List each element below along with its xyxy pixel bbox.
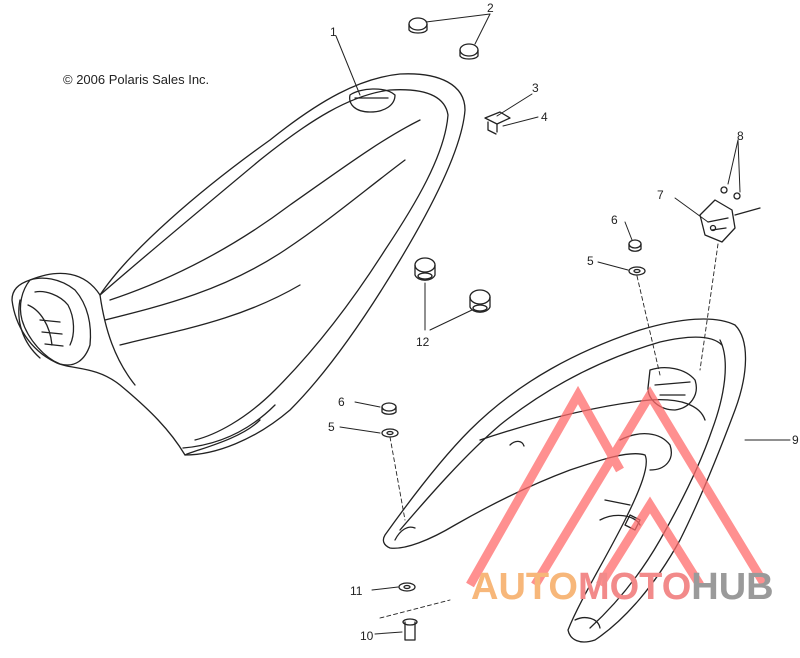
callout-2: 2 (487, 1, 494, 15)
assembly-lines (379, 243, 719, 619)
callout-5-upper: 5 (587, 254, 594, 268)
callout-9: 9 (792, 433, 799, 447)
callout-4: 4 (541, 110, 548, 124)
callout-6-upper: 6 (611, 213, 618, 227)
seat (11, 73, 466, 456)
copyright-text: © 2006 Polaris Sales Inc. (63, 72, 210, 87)
grommet-upper-2 (459, 43, 479, 60)
washer-lower (381, 428, 399, 438)
nut-upper (628, 239, 642, 252)
watermark-part-hub: HUB (691, 566, 774, 608)
watermark-text: AUTOMOTOHUB (471, 566, 774, 609)
callout-5-lower: 5 (328, 420, 335, 434)
callout-12: 12 (416, 335, 430, 349)
callout-10: 10 (360, 629, 374, 643)
callout-3: 3 (532, 81, 539, 95)
latch (699, 199, 761, 243)
bolt (402, 618, 418, 641)
watermark-part-auto: AUTO (471, 566, 578, 608)
nut-lower (381, 402, 397, 415)
watermark-logo (466, 385, 769, 588)
bumper-right (469, 289, 491, 313)
washer-bottom (398, 582, 416, 592)
bumper-left (414, 257, 436, 281)
callout-1: 1 (330, 25, 337, 39)
clip (484, 111, 511, 135)
callout-8: 8 (737, 129, 744, 143)
callout-7: 7 (657, 188, 664, 202)
callout-6-lower: 6 (338, 395, 345, 409)
callout-11: 11 (350, 584, 363, 598)
grommet-upper-1 (408, 17, 428, 34)
watermark-part-moto: MOTO (577, 566, 692, 608)
washer-upper (628, 266, 646, 276)
screws (709, 186, 741, 232)
leader-lines (335, 13, 791, 635)
